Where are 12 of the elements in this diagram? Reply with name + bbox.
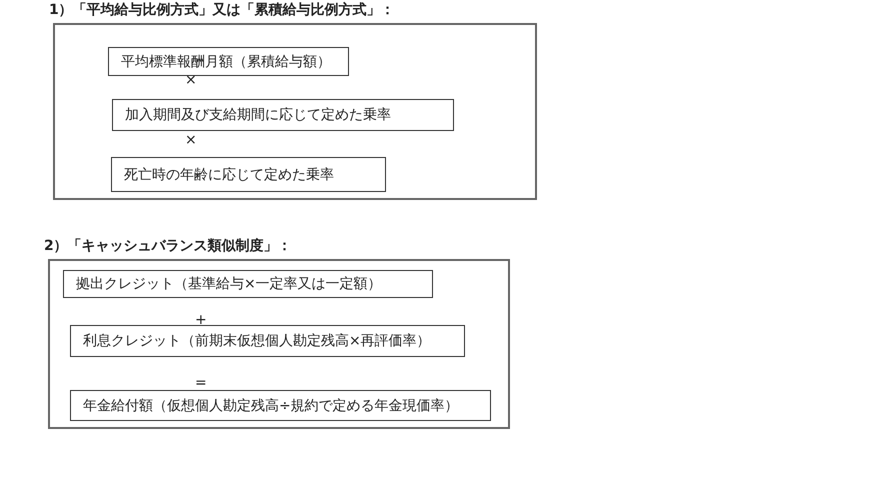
operator-sign: + — [195, 313, 207, 327]
formula-box: 平均標準報酬月額（累積給与額） — [108, 47, 349, 76]
operator-sign: × — [185, 133, 197, 147]
formula-box: 年金給付額（仮想個人勘定残高÷規約で定める年金現価率） — [70, 390, 491, 421]
section-heading: 2）「キャッシュバランス類似制度」： — [44, 237, 292, 255]
operator-sign: × — [185, 73, 197, 87]
formula-box: 死亡時の年齢に応じて定めた乗率 — [111, 157, 386, 192]
formula-box: 利息クレジット（前期末仮想個人勘定残高×再評価率） — [70, 325, 465, 357]
formula-box: 拠出クレジット（基準給与×一定率又は一定額） — [63, 270, 433, 298]
section-heading: 1）「平均給与比例方式」又は「累積給与比例方式」： — [49, 1, 395, 19]
formula-box: 加入期間及び支給期間に応じて定めた乗率 — [112, 99, 454, 131]
operator-sign: = — [195, 376, 207, 390]
